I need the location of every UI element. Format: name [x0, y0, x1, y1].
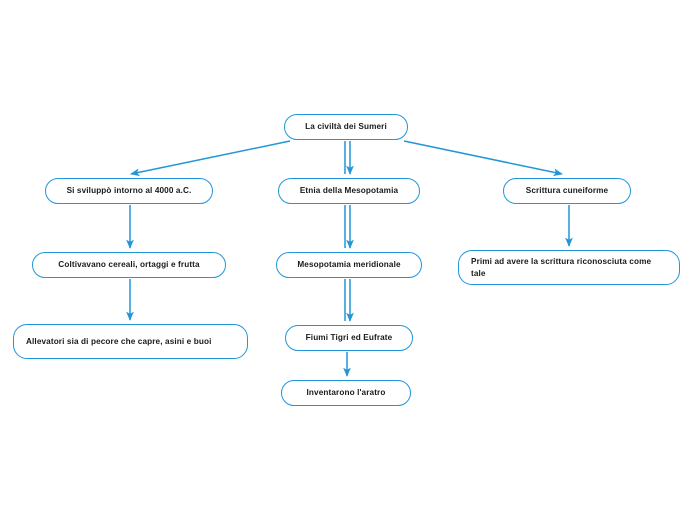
node-mesopotamia-meridionale-label: Mesopotamia meridionale — [297, 260, 401, 270]
edge-root-to-etnia — [344, 141, 354, 175]
edge-root-to-scrittura — [403, 140, 563, 177]
edge-root-to-sviluppo — [130, 140, 291, 177]
node-inventarono-aratro[interactable]: Inventarono l'aratro — [281, 380, 411, 406]
node-inventarono-aratro-label: Inventarono l'aratro — [306, 388, 386, 398]
edge-meridionale-to-fiumi — [344, 279, 354, 322]
node-root-label: La civiltà dei Sumeri — [305, 122, 387, 132]
node-allevatori-label: Allevatori sia di pecore che capre, asin… — [26, 336, 212, 346]
node-scrittura-cuneiforme[interactable]: Scrittura cuneiforme — [503, 178, 631, 204]
node-etnia-mesopotamia-label: Etnia della Mesopotamia — [299, 186, 399, 196]
node-allevatori[interactable]: Allevatori sia di pecore che capre, asin… — [13, 324, 248, 359]
node-primi-scrittura-label: Primi ad avere la scrittura riconosciuta… — [471, 256, 652, 278]
node-scrittura-cuneiforme-label: Scrittura cuneiforme — [525, 186, 609, 196]
node-mesopotamia-meridionale[interactable]: Mesopotamia meridionale — [276, 252, 422, 278]
node-coltivavano[interactable]: Coltivavano cereali, ortaggi e frutta — [32, 252, 226, 278]
node-coltivavano-label: Coltivavano cereali, ortaggi e frutta — [58, 260, 200, 270]
node-fiumi-tigri-eufrate-label: Fiumi Tigri ed Eufrate — [305, 333, 393, 343]
node-root[interactable]: La civiltà dei Sumeri — [284, 114, 408, 140]
node-etnia-mesopotamia[interactable]: Etnia della Mesopotamia — [278, 178, 420, 204]
node-si-sviluppo[interactable]: Si sviluppò intorno al 4000 a.C. — [45, 178, 213, 204]
node-si-sviluppo-label: Si sviluppò intorno al 4000 a.C. — [66, 186, 192, 196]
edge-etnia-to-meridionale — [344, 205, 354, 249]
node-primi-scrittura[interactable]: Primi ad avere la scrittura riconosciuta… — [458, 250, 680, 285]
node-fiumi-tigri-eufrate[interactable]: Fiumi Tigri ed Eufrate — [285, 325, 413, 351]
